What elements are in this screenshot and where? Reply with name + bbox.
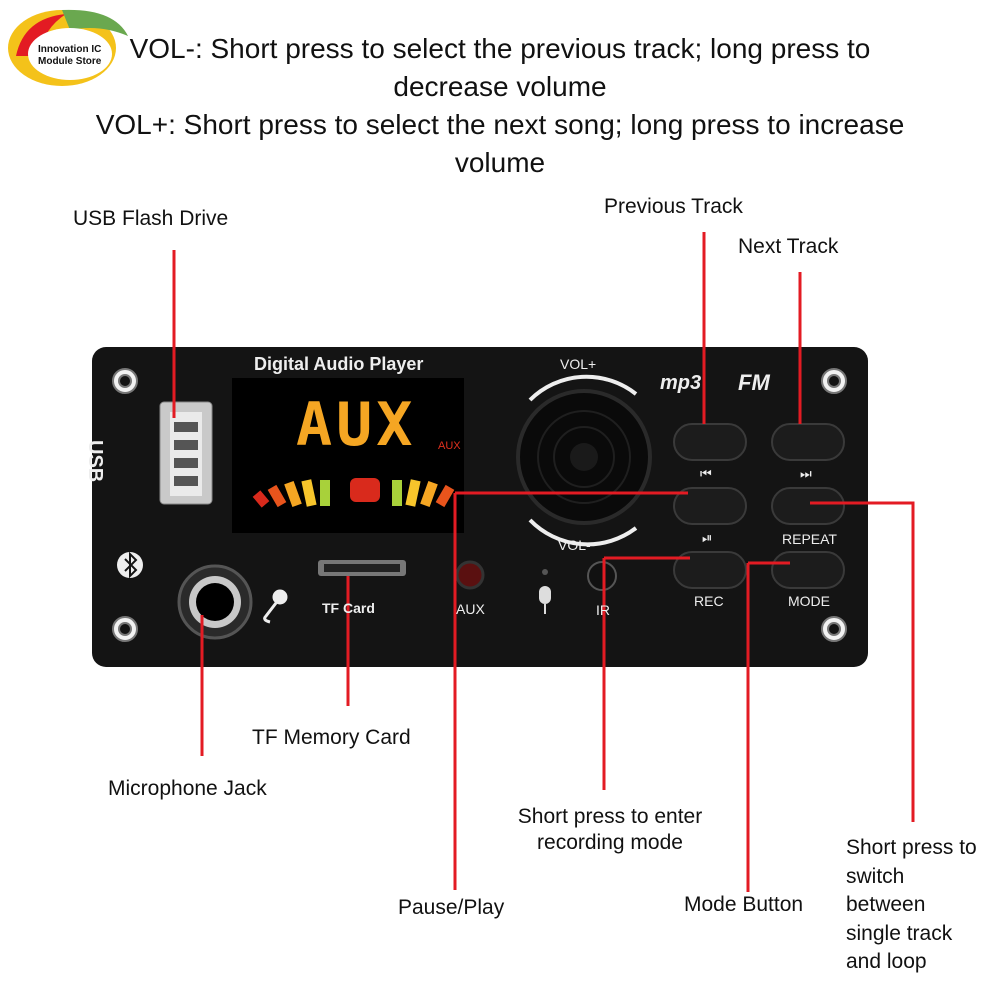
- prev-symbol: ⏮: [700, 466, 712, 481]
- mic-icon: [263, 589, 288, 624]
- ir-label: IR: [596, 602, 610, 618]
- mic-pinhole: [542, 569, 548, 575]
- board-title: Digital Audio Player: [254, 354, 424, 374]
- board-buttons: [673, 423, 845, 589]
- display-digits: AUX: [296, 390, 417, 460]
- mp3-logo: mp3: [660, 372, 702, 394]
- play-pause-symbol: ⏯: [702, 530, 713, 545]
- rec-button: [673, 551, 747, 589]
- mode-label: MODE: [788, 593, 830, 609]
- callout-mode-button: Mode Button: [684, 893, 804, 916]
- volume-knob: [516, 374, 652, 547]
- header-description: VOL-: Short press to select the previous…: [20, 30, 980, 182]
- repeat-button: [771, 487, 845, 525]
- callout-recording-mode: Short press to enter recording mode: [517, 805, 703, 854]
- header-line-1: VOL-: Short press to select the previous…: [129, 33, 871, 64]
- tf-card-slot: [318, 560, 406, 576]
- prev-button: [673, 423, 747, 461]
- tf-card-label: TF Card: [322, 600, 375, 616]
- microphone-jack: [177, 564, 253, 640]
- small-mic-icon: [539, 586, 551, 614]
- callout-next-track: Next Track: [738, 235, 839, 258]
- rec-label: REC: [694, 593, 724, 609]
- callout-pause-play: Pause/Play: [398, 896, 505, 919]
- fm-logo: FM: [738, 370, 770, 395]
- header-line-2: decrease volume: [393, 71, 607, 102]
- display-screen: [232, 378, 464, 533]
- next-button: [771, 423, 845, 461]
- vol-plus-label: VOL+: [560, 356, 597, 372]
- repeat-label: REPEAT: [782, 531, 837, 547]
- header-line-3: VOL+: Short press to select the next son…: [95, 109, 905, 140]
- mounting-holes: [112, 368, 847, 642]
- callout-usb-flash-drive: USB Flash Drive: [73, 207, 229, 230]
- callout-repeat-loop: Short press to switch between single tra…: [846, 836, 977, 973]
- callout-previous-track: Previous Track: [604, 195, 743, 218]
- usb-port: [159, 401, 213, 505]
- store-logo: [8, 9, 128, 86]
- logo-text: Innovation IC Module Store: [38, 44, 102, 67]
- ir-receiver: [587, 561, 617, 591]
- spectrum-bars: [252, 478, 455, 508]
- usb-label: USB: [84, 440, 106, 483]
- bluetooth-icon: [117, 551, 143, 579]
- next-symbol: ⏭: [800, 466, 812, 481]
- aux-jack: [455, 560, 485, 590]
- callout-microphone-jack: Microphone Jack: [108, 777, 267, 800]
- play-pause-button: [673, 487, 747, 525]
- vol-minus-label: VOL-: [558, 537, 591, 553]
- header-line-4: volume: [454, 147, 546, 178]
- callout-lines: [172, 232, 915, 892]
- mode-button: [771, 551, 845, 589]
- callout-tf-memory-card: TF Memory Card: [252, 726, 411, 749]
- display-aux-indicator: AUX: [438, 440, 461, 452]
- aux-label: AUX: [456, 601, 485, 617]
